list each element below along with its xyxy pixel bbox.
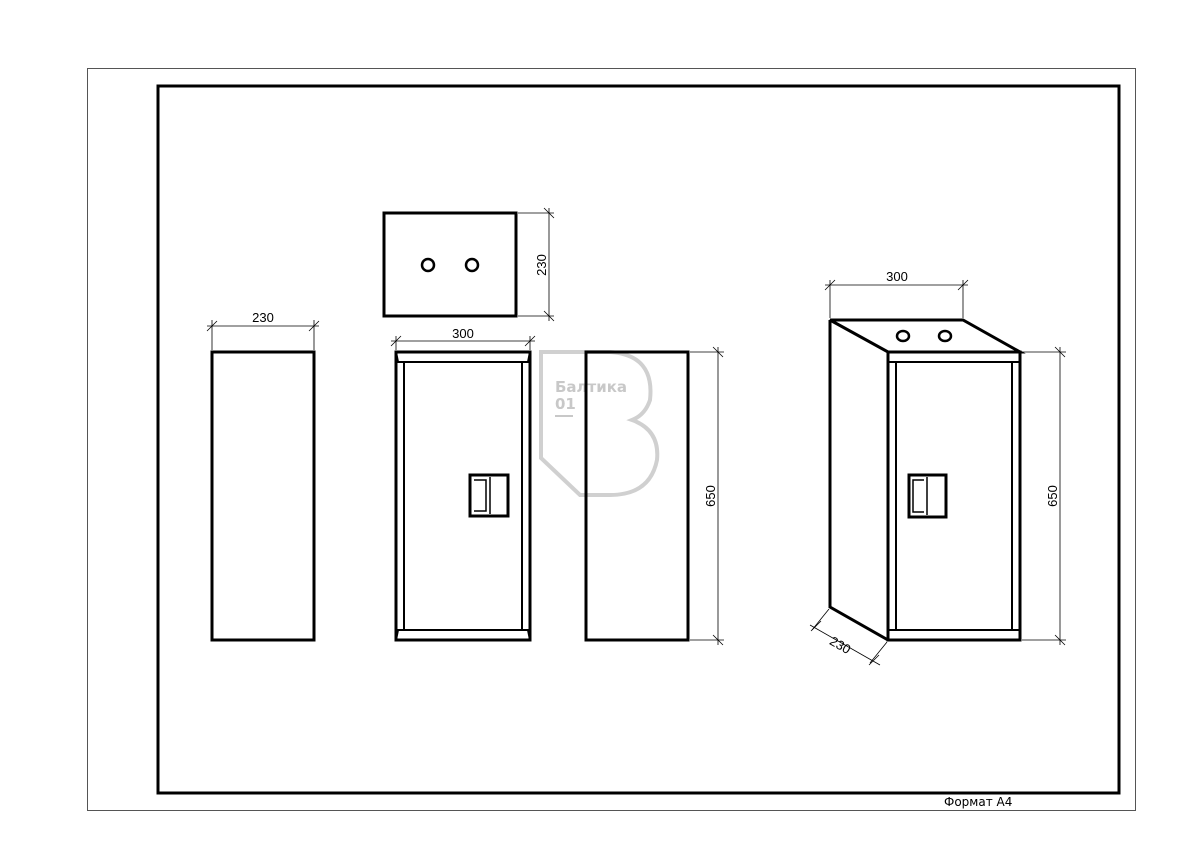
hole-icon xyxy=(464,257,480,273)
top-view xyxy=(382,207,555,322)
side-view-left xyxy=(206,320,320,642)
drawing-frame xyxy=(156,84,1121,795)
hole-icon xyxy=(895,329,911,343)
watermark-logo xyxy=(539,350,660,497)
format-label: Формат А4 xyxy=(944,795,1012,809)
iso-height-dimension: 650 xyxy=(1045,485,1060,507)
front-view-width-dimension: 300 xyxy=(452,326,474,341)
height-dimension: 650 xyxy=(703,485,718,507)
side-view-right xyxy=(584,346,724,646)
top-view-depth-dimension: 230 xyxy=(534,254,549,276)
hole-icon xyxy=(937,329,953,343)
door-handle-icon xyxy=(468,473,510,518)
front-view xyxy=(390,335,536,642)
hole-icon xyxy=(420,257,436,273)
watermark-text-line2: 01 xyxy=(555,395,576,413)
outer-sheet-border xyxy=(87,68,1136,811)
door-handle-icon xyxy=(907,473,948,519)
iso-width-dimension: 300 xyxy=(886,269,908,284)
isometric-view xyxy=(809,279,1066,666)
watermark-text-line1: Балтика xyxy=(555,378,627,396)
side-view-width-dimension: 230 xyxy=(252,310,274,325)
